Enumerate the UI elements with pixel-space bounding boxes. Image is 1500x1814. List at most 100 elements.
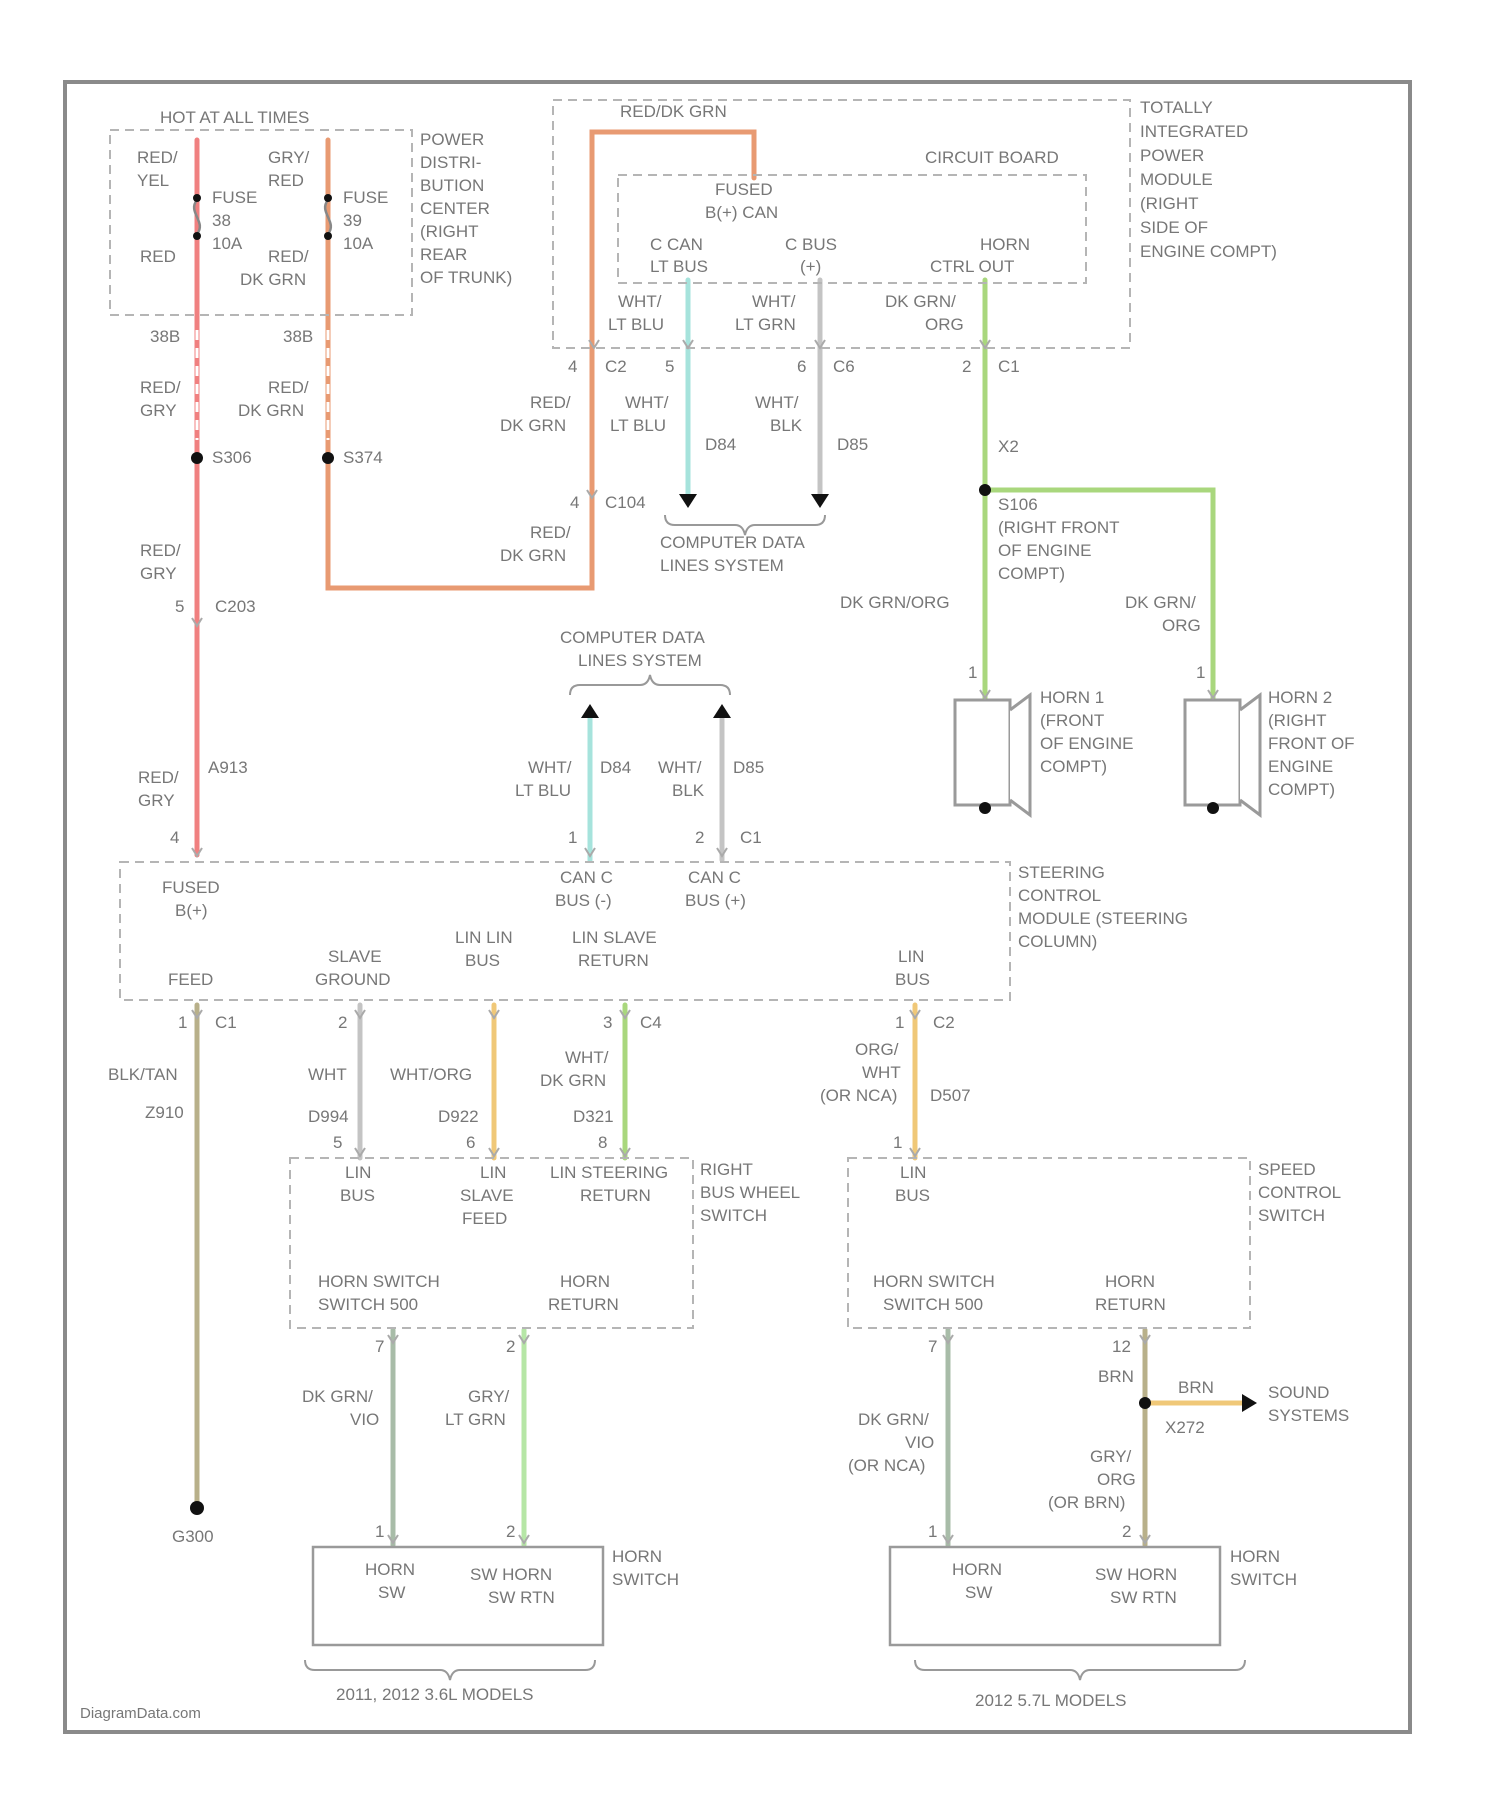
- tipm-c1: C2: [605, 357, 627, 376]
- wire-a-bot: RED: [140, 247, 176, 266]
- tipm-c4: C1: [998, 357, 1020, 376]
- rsw-title-3: SWITCH: [700, 1206, 767, 1225]
- ssw-horn-ret-1: HORN: [1105, 1272, 1155, 1291]
- lw-w4-1: WHT/: [625, 393, 669, 412]
- lw-c203: C203: [215, 597, 256, 616]
- tipm-w2-2: LT GRN: [735, 315, 796, 334]
- out-w-gnd: BLK/TAN: [108, 1065, 178, 1084]
- pin-b: 38B: [283, 327, 313, 346]
- lw-w7-2: GRY: [140, 564, 177, 583]
- horn1-title-4: COMPT): [1040, 757, 1107, 776]
- rsw-horn-sw-2: SWITCH 500: [318, 1295, 418, 1314]
- ssw-w1-3: (OR NCA): [848, 1456, 925, 1475]
- pdc-title-3: BUTION: [420, 176, 484, 195]
- pdc-title-5: (RIGHT: [420, 222, 479, 241]
- lw-w4-2: LT BLU: [610, 416, 666, 435]
- tipm-p3: 6: [797, 357, 806, 376]
- scm-in-p1: 1: [568, 828, 577, 847]
- ssw-lin-bus-1: LIN: [900, 1163, 926, 1182]
- horn1-title-3: OF ENGINE: [1040, 734, 1134, 753]
- lw-sp1: S306: [212, 448, 252, 467]
- horn2-title-3: FRONT OF: [1268, 734, 1355, 753]
- rsw-title-2: BUS WHEEL: [700, 1183, 800, 1202]
- ssw-p3: 1: [928, 1522, 937, 1541]
- tipm-w2-1: WHT/: [752, 292, 796, 311]
- splice-s106-label: S106: [998, 495, 1038, 514]
- labels: HOT AT ALL TIMES POWER DISTRI- BUTION CE…: [80, 98, 1355, 1722]
- pdc-title-2: DISTRI-: [420, 153, 481, 172]
- horn-wire-right-1: DK GRN/: [1125, 593, 1196, 612]
- scm-title-4: COLUMN): [1018, 932, 1097, 951]
- pdc-title-1: POWER: [420, 130, 484, 149]
- ground-g300: [190, 1501, 204, 1515]
- hot-at-all-times: HOT AT ALL TIMES: [160, 108, 309, 127]
- fuse-b-num: 39: [343, 211, 362, 230]
- hsb-title-2: SWITCH: [1230, 1570, 1297, 1589]
- lw-d2: D85: [837, 435, 868, 454]
- hsa-sw-2: SW: [378, 1583, 405, 1602]
- wire-b-top-2: RED: [268, 171, 304, 190]
- out-p-ra: 5: [333, 1133, 342, 1152]
- hsa-rtn-2: SW RTN: [488, 1588, 555, 1607]
- rsw-p4: 2: [506, 1522, 515, 1541]
- hsa-caption: 2011, 2012 3.6L MODELS: [336, 1685, 534, 1704]
- fuse-b-label: FUSE: [343, 188, 388, 207]
- wire-a-top-2: YEL: [137, 171, 169, 190]
- scm-slave-gnd-2: GROUND: [315, 970, 391, 989]
- rsw-p3: 1: [375, 1522, 384, 1541]
- c-bus-2: (+): [800, 257, 821, 276]
- hsa-sw-1: HORN: [365, 1560, 415, 1579]
- lw-w2-1: RED/: [268, 378, 309, 397]
- fuse-b-amp: 10A: [343, 234, 374, 253]
- scm-title-2: CONTROL: [1018, 886, 1101, 905]
- pdc-title-7: OF TRUNK): [420, 268, 512, 287]
- rsw-lin-slave-3: FEED: [462, 1209, 507, 1228]
- c-can-1: C CAN: [650, 235, 703, 254]
- horn-wire-left: DK GRN/ORG: [840, 593, 950, 612]
- tipm-w3-1: DK GRN/: [885, 292, 956, 311]
- ssw-title-1: SPEED: [1258, 1160, 1316, 1179]
- fuse-a-num: 38: [212, 211, 231, 230]
- s106-loc-3: COMPT): [998, 564, 1065, 583]
- rsw-w1-2: VIO: [350, 1410, 379, 1429]
- horn1-title-1: HORN 1: [1040, 688, 1104, 707]
- ssw-w1-2: VIO: [905, 1433, 934, 1452]
- out-d-c: D321: [573, 1107, 614, 1126]
- hsb-sw-1: HORN: [952, 1560, 1002, 1579]
- rsw-lin-bus-2: BUS: [340, 1186, 375, 1205]
- scm-in-w1-2: LT BLU: [515, 781, 571, 800]
- out-p-a: 2: [338, 1013, 347, 1032]
- scm-feed: FEED: [168, 970, 213, 989]
- rsw-p1: 7: [375, 1337, 384, 1356]
- horn2-pin: 1: [1196, 663, 1205, 682]
- horn-ctrl-1: HORN: [980, 235, 1030, 254]
- hsa-title-2: SWITCH: [612, 1570, 679, 1589]
- splice-s374: [322, 452, 334, 464]
- horn2-title-5: COMPT): [1268, 780, 1335, 799]
- out-d-d: D507: [930, 1086, 971, 1105]
- scm-in-p2: 2: [695, 828, 704, 847]
- lw-w2-2: DK GRN: [238, 401, 304, 420]
- tipm-w3-2: ORG: [925, 315, 964, 334]
- tipm-title-5: (RIGHT: [1140, 194, 1199, 213]
- scm-in-c: C1: [740, 828, 762, 847]
- lw-sp2: S374: [343, 448, 383, 467]
- pdc-title-4: CENTER: [420, 199, 490, 218]
- ssw-horn-sw-1: HORN SWITCH: [873, 1272, 995, 1291]
- cdls-top-1: COMPUTER DATA: [660, 533, 805, 552]
- tipm-title-7: ENGINE COMPT): [1140, 242, 1277, 261]
- out-w-d-1: ORG/: [855, 1040, 899, 1059]
- lw-w8-2: GRY: [138, 791, 175, 810]
- scm-can-h-2: BUS (+): [685, 891, 746, 910]
- scm-fused-1: FUSED: [162, 878, 220, 897]
- wire-a-top-1: RED/: [137, 148, 178, 167]
- lw-w7-1: RED/: [140, 541, 181, 560]
- s106-loc-2: OF ENGINE: [998, 541, 1092, 560]
- horn-2-symbol: [1185, 695, 1260, 815]
- out-w-c-1: WHT/: [565, 1048, 609, 1067]
- cdls-mid-2: LINES SYSTEM: [578, 651, 702, 670]
- fuse-a-amp: 10A: [212, 234, 243, 253]
- lw-d1: D84: [705, 435, 736, 454]
- out-c-gnd: C1: [215, 1013, 237, 1032]
